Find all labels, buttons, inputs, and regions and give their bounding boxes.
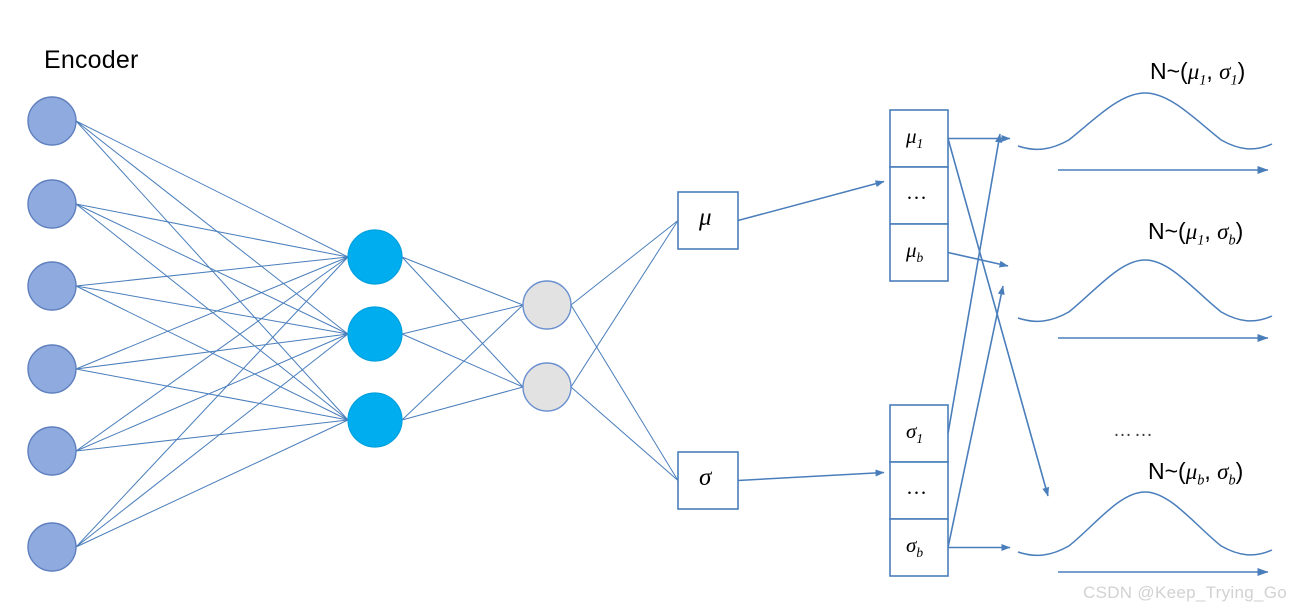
edge-input-hidden xyxy=(75,285,349,421)
parameter-boxes xyxy=(677,191,739,510)
edge-input-hidden xyxy=(75,120,349,421)
mu-vector-cell-2 xyxy=(889,166,949,225)
distribution-2-label: N~(μ1, σb) xyxy=(1148,218,1244,249)
distribution-3-label: N~(μb, σb) xyxy=(1148,458,1244,489)
distribution-1-label: N~(μ1, σ1) xyxy=(1150,58,1246,89)
arrow-mu-box-to-mu-vector xyxy=(737,180,885,222)
arrow-sigma-box-to-sigma-vector xyxy=(737,469,885,482)
input-node-5 xyxy=(27,426,77,476)
edge-latent-param xyxy=(570,386,679,481)
edge-input-hidden xyxy=(75,285,349,335)
mu-vector-cell-3 xyxy=(889,223,949,282)
edge-input-hidden xyxy=(75,203,349,335)
distribution-curves xyxy=(1017,92,1273,576)
mu-vector-cell-3-label: μb xyxy=(906,237,924,265)
edge-input-hidden xyxy=(75,333,349,452)
edge-input-hidden xyxy=(75,203,349,258)
mu-box xyxy=(677,191,739,250)
edge-hidden-latent xyxy=(401,386,524,421)
distribution-2-curve xyxy=(1017,259,1273,323)
edge-input-hidden xyxy=(75,368,349,421)
edge-input-hidden xyxy=(75,256,349,370)
edge-latent-param xyxy=(570,220,679,388)
sigma-vector-cell-2-label: … xyxy=(906,474,928,499)
edge-hidden-latent xyxy=(401,304,524,335)
page-title: Encoder xyxy=(44,46,139,74)
arrow-sigma1-to-dist1 xyxy=(947,133,1002,434)
arrow-sigmab-to-dist2 xyxy=(947,285,1005,548)
arrows-vectors-to-distributions xyxy=(947,133,1050,551)
mu-vector-cell-1-label: μ1 xyxy=(906,123,924,151)
edge-hidden-latent xyxy=(401,256,524,388)
edge-input-hidden xyxy=(75,333,349,370)
edges-latent-to-params xyxy=(570,220,679,481)
edge-input-hidden xyxy=(75,256,349,452)
sigma-box xyxy=(677,451,739,510)
input-node-6 xyxy=(27,522,77,572)
input-node-1 xyxy=(27,96,77,146)
sigma-vector-cell-1-label: σ1 xyxy=(906,418,924,446)
latent-node-1 xyxy=(522,280,572,330)
hidden-node-1 xyxy=(347,229,403,285)
edge-hidden-latent xyxy=(401,333,524,388)
latent-node-2 xyxy=(522,362,572,412)
edge-hidden-latent xyxy=(401,304,524,421)
watermark: CSDN @Keep_Trying_Go xyxy=(1083,583,1288,602)
edge-input-hidden xyxy=(75,256,349,287)
edges-hidden-to-latent xyxy=(401,256,524,421)
edge-input-hidden xyxy=(75,120,349,335)
sigma-box-symbol: σ xyxy=(699,463,712,491)
hidden-nodes xyxy=(347,229,403,448)
input-node-4 xyxy=(27,344,77,394)
edges-input-to-hidden xyxy=(75,120,349,548)
edge-input-hidden xyxy=(75,120,349,258)
edge-input-hidden xyxy=(75,333,349,548)
latent-nodes xyxy=(522,280,572,412)
sigma-vector-cell-3-label: σb xyxy=(906,532,924,560)
input-node-3 xyxy=(27,261,77,311)
edge-latent-param xyxy=(570,304,679,481)
sigma-vector-cell-2 xyxy=(889,461,949,520)
edge-input-hidden xyxy=(75,419,349,548)
distribution-1-curve xyxy=(1017,92,1273,151)
edge-input-hidden xyxy=(75,419,349,452)
distribution-3-curve xyxy=(1017,491,1273,557)
input-node-2 xyxy=(27,179,77,229)
hidden-node-3 xyxy=(347,392,403,448)
edge-latent-param xyxy=(570,220,679,306)
ellipsis-note: …… xyxy=(1113,420,1155,441)
mu-vector-cell-2-label: … xyxy=(906,179,928,204)
edge-hidden-latent xyxy=(401,256,524,306)
arrows-params-to-vectors xyxy=(737,180,885,482)
input-nodes xyxy=(27,96,77,572)
edge-input-hidden xyxy=(75,203,349,421)
hidden-node-2 xyxy=(347,306,403,362)
sigma-vector-cell-3 xyxy=(889,518,949,577)
mu-box-symbol: μ xyxy=(699,203,712,231)
vector-stacks xyxy=(889,109,949,577)
arrow-mu1-to-dist3 xyxy=(947,138,1050,497)
edge-input-hidden xyxy=(75,256,349,548)
